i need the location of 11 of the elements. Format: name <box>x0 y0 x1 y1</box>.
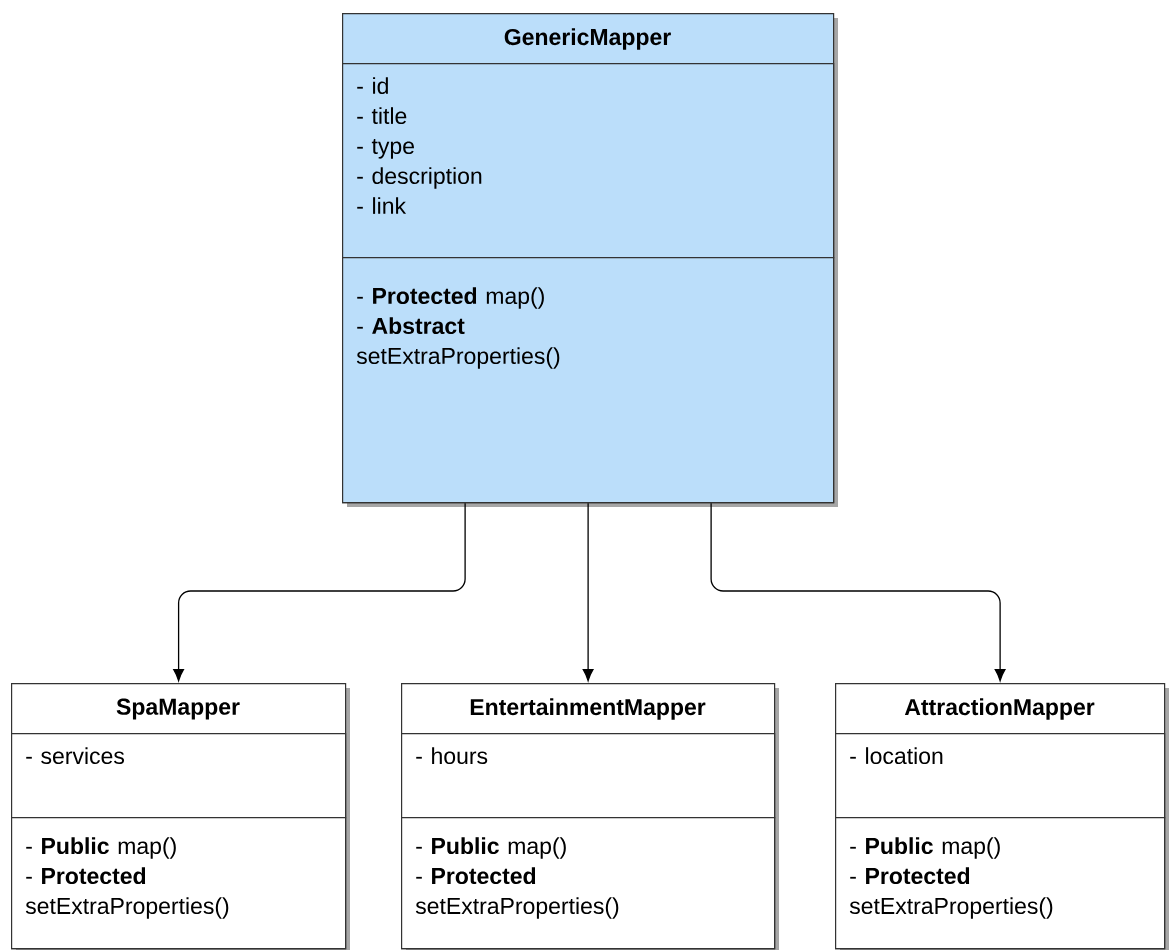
arrow <box>710 502 1006 682</box>
method-compartment: - Public map() - Protected setExtraProperties() <box>401 817 776 950</box>
attribute-compartment: - id - title - type - description - link <box>342 63 835 259</box>
method-compartment: - Protected map() - Abstract setExtraProperties() <box>342 257 835 504</box>
method-compartment: - Public map() - Protected setExtraProperties() <box>835 817 1166 950</box>
attribute-compartment: - services <box>11 733 347 819</box>
arrow <box>173 502 466 682</box>
attribute-compartment: - hours <box>401 733 776 819</box>
attribute-compartment: - location <box>835 733 1166 819</box>
arrow <box>582 502 594 682</box>
method-compartment: - Public map() - Protected setExtraProperties() <box>11 817 347 950</box>
